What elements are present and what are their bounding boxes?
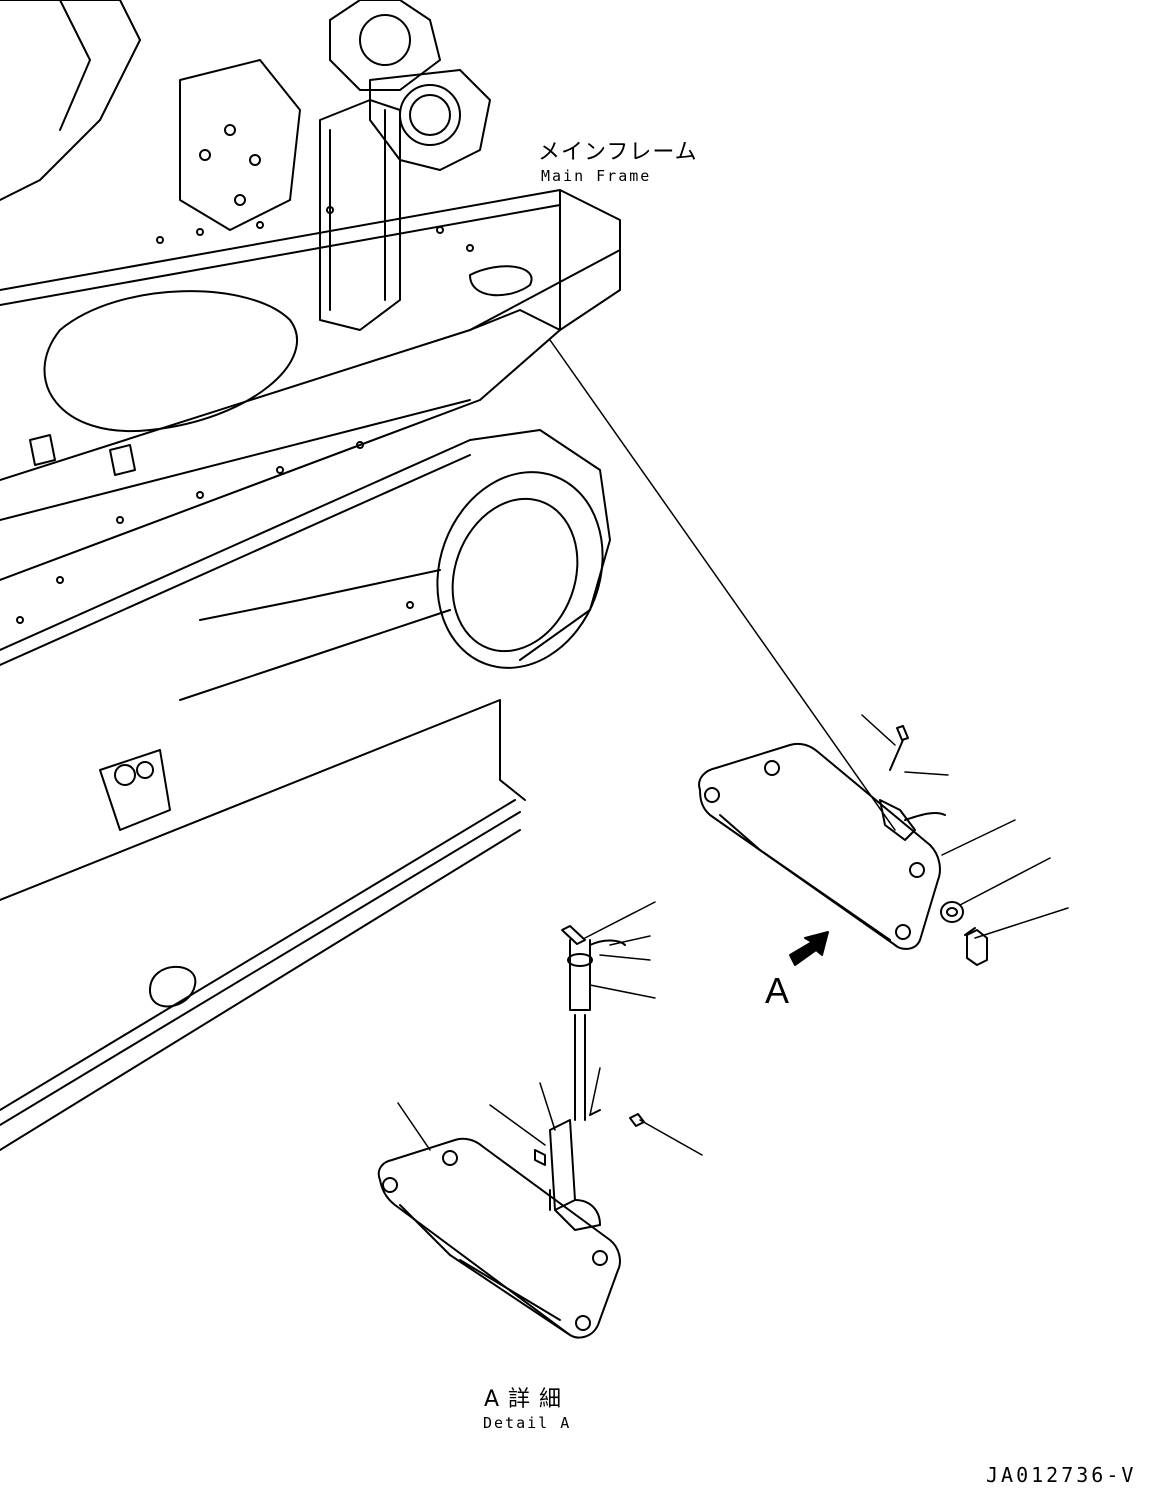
main-frame-outline [0,0,621,1151]
assembly-leaders [861,714,1069,939]
main-frame-label-jp: メインフレーム [538,140,698,165]
cover-plate-assembly [698,725,988,966]
drawing-code: JA012736-V [986,1463,1137,1487]
detail-a-label-en: Detail A [483,1414,572,1432]
main-frame-leader [549,339,896,831]
view-a-arrow [789,931,829,966]
detail-a-leaders [397,901,703,1156]
detail-a-assembly [377,925,645,1339]
detail-a-label-jp: A 詳 細 [484,1387,563,1412]
main-frame-label-en: Main Frame [541,167,652,185]
view-marker-label: A [765,970,790,1011]
